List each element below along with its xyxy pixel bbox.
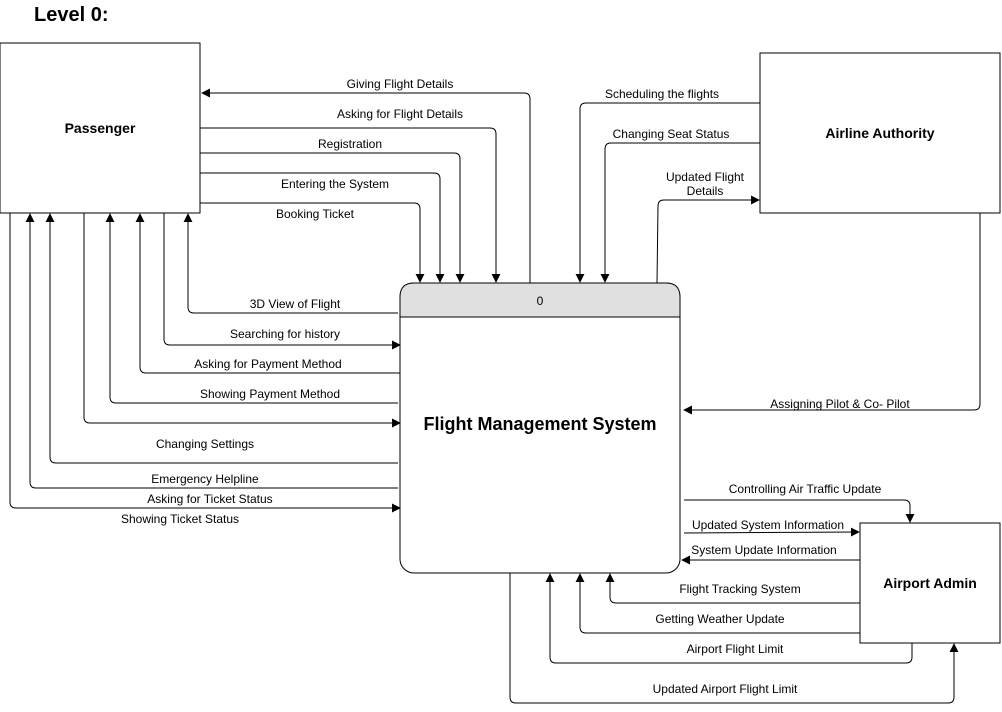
flow-updated-system-information-arrow	[683, 527, 860, 537]
flow-label-asking-for-payment-method: Asking for Payment Method	[194, 357, 341, 371]
entity-passenger[interactable]: Passenger	[0, 42, 201, 214]
entity-airport-admin-label: Airport Admin	[883, 575, 977, 591]
flow-3d-view-of-flight-arrow	[183, 213, 398, 314]
entity-passenger-label: Passenger	[65, 120, 136, 136]
process-title: Flight Management System	[423, 414, 656, 434]
flow-label-searching-for-history: Searching for history	[230, 327, 340, 341]
flow-emergency-helpline-arrow	[45, 213, 398, 464]
flow-label-showing-ticket-status: Showing Ticket Status	[121, 512, 239, 526]
flow-label-system-update-information: System Update Information	[691, 543, 836, 557]
flow-airport-flight-limit-arrow	[545, 573, 913, 664]
flow-label-3d-view-of-flight: 3D View of Flight	[250, 297, 341, 311]
flow-label-scheduling-the-flights: Scheduling the flights	[605, 87, 719, 101]
flow-label-updated-airport-flight-limit: Updated Airport Flight Limit	[653, 682, 798, 696]
flow-asking-for-flight-details-arrow	[200, 127, 501, 283]
flow-label-giving-flight-details: Giving Flight Details	[347, 77, 454, 91]
flow-entering-the-system-arrow	[200, 172, 445, 283]
flow-label-asking-for-flight-details: Asking for Flight Details	[337, 107, 463, 121]
entity-airport-admin[interactable]: Airport Admin	[859, 522, 1001, 644]
flow-label-updated-flight-details-line1: Updated Flight	[666, 170, 745, 184]
diagram-heading: Level 0:	[34, 4, 108, 26]
process-flight-management-system[interactable]: 0 Flight Management System	[399, 282, 681, 574]
flow-showing-ticket-status-arrow	[9, 213, 401, 513]
flow-label-assigning-pilot: Assigning Pilot & Co- Pilot	[770, 397, 910, 411]
flow-label-updated-system-information: Updated System Information	[692, 518, 844, 532]
flow-label-emergency-helpline: Emergency Helpline	[151, 472, 259, 486]
flow-flight-tracking-system-arrow	[605, 573, 860, 604]
process-id: 0	[537, 294, 544, 308]
flow-updated-airport-flight-limit-arrow	[509, 573, 959, 704]
flow-labels: Giving Flight Details Asking for Flight …	[121, 77, 910, 696]
flow-updated-flight-details-arrow	[656, 195, 760, 284]
data-flows	[9, 88, 981, 704]
flow-label-changing-seat-status: Changing Seat Status	[613, 127, 730, 141]
flow-booking-ticket-arrow	[200, 202, 425, 283]
flow-asking-for-ticket-status-arrow	[25, 213, 398, 489]
entity-airline-authority-label: Airline Authority	[825, 125, 934, 141]
flow-controlling-air-traffic-update-arrow	[684, 499, 915, 523]
flow-searching-for-history-arrow	[163, 213, 401, 350]
entity-airline-authority[interactable]: Airline Authority	[759, 52, 1001, 214]
flow-label-getting-weather-update: Getting Weather Update	[655, 612, 785, 626]
flow-assigning-pilot-arrow	[683, 213, 981, 415]
flow-asking-for-payment-method-arrow	[135, 213, 400, 374]
flow-giving-flight-details-arrow	[201, 88, 531, 283]
flow-registration-arrow	[200, 152, 465, 283]
flow-getting-weather-update-arrow	[575, 573, 860, 634]
flow-label-showing-payment-method: Showing Payment Method	[200, 387, 340, 401]
flow-label-updated-flight-details-line2: Details	[687, 184, 724, 198]
flow-label-controlling-air-traffic-update: Controlling Air Traffic Update	[729, 482, 882, 496]
flow-label-changing-settings: Changing Settings	[156, 437, 254, 451]
flow-label-flight-tracking-system: Flight Tracking System	[679, 582, 800, 596]
flow-label-asking-for-ticket-status: Asking for Ticket Status	[147, 492, 272, 506]
flow-label-entering-the-system: Entering the System	[281, 177, 389, 191]
flow-label-airport-flight-limit: Airport Flight Limit	[687, 642, 784, 656]
flow-label-booking-ticket: Booking Ticket	[276, 207, 355, 221]
flow-changing-seat-status-arrow	[600, 142, 760, 283]
flow-label-registration: Registration	[318, 137, 382, 151]
flow-changing-settings-arrow	[83, 213, 401, 428]
flow-showing-payment-method-arrow	[105, 213, 398, 404]
flow-scheduling-the-flights-arrow	[575, 102, 760, 283]
